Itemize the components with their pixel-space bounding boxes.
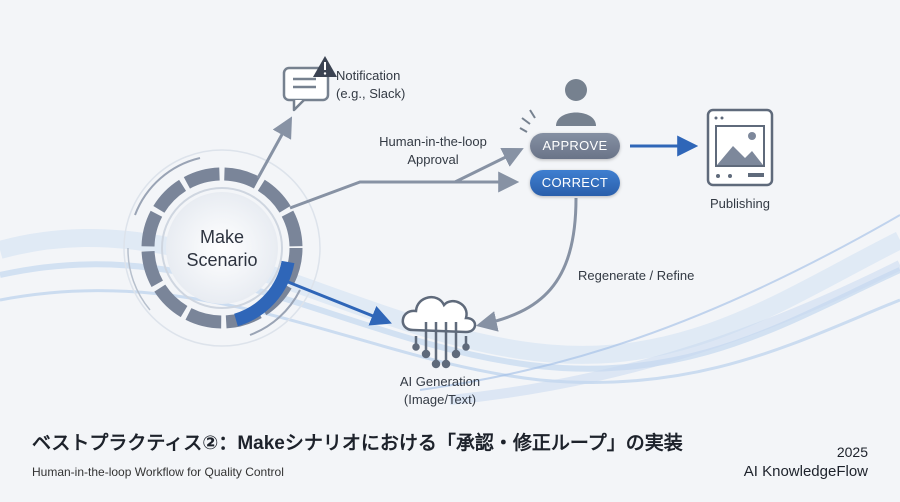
ai-generation-label: AI Generation (Image/Text) xyxy=(380,373,500,409)
make-scenario-label: Make Scenario xyxy=(172,226,272,272)
notification-label: Notification (e.g., Slack) xyxy=(336,67,405,103)
ai-cloud-icon xyxy=(401,295,477,369)
user-icon xyxy=(519,79,596,133)
brand-label: AI KnowledgeFlow xyxy=(743,463,868,480)
correct-button[interactable]: CORRECT xyxy=(530,170,620,196)
approval-line2: Approval xyxy=(407,152,459,167)
arrow-to-notification xyxy=(256,116,293,179)
make-scenario-node xyxy=(123,149,321,347)
ai-generation-line2: (Image/Text) xyxy=(403,392,477,407)
notification-line1: Notification xyxy=(336,68,401,83)
approve-button[interactable]: APPROVE xyxy=(530,133,620,159)
approval-label: Human-in-the-loop Approval xyxy=(368,133,498,169)
notification-line2: (e.g., Slack) xyxy=(336,86,406,101)
publishing-label: Publishing xyxy=(710,196,770,211)
arrow-to-correct xyxy=(289,171,520,210)
arrow-regenerate xyxy=(475,197,578,332)
approval-line1: Human-in-the-loop xyxy=(379,134,487,149)
page-title: ベストプラクティス②：Makeシナリオにおける「承認・修正ループ」の実装 xyxy=(32,433,683,454)
make-scenario-line2: Scenario xyxy=(186,250,258,270)
image-post-icon xyxy=(706,108,774,187)
chat-alert-icon xyxy=(282,56,337,112)
ai-generation-line1: AI Generation xyxy=(399,374,481,389)
arrow-to-ai-generation xyxy=(287,280,392,326)
arrow-to-approve xyxy=(454,147,524,184)
year-label: 2025 xyxy=(836,444,868,460)
regenerate-label: Regenerate / Refine xyxy=(578,268,695,283)
make-scenario-line1: Make xyxy=(199,227,244,247)
page-subtitle: Human-in-the-loop Workflow for Quality C… xyxy=(32,465,284,479)
